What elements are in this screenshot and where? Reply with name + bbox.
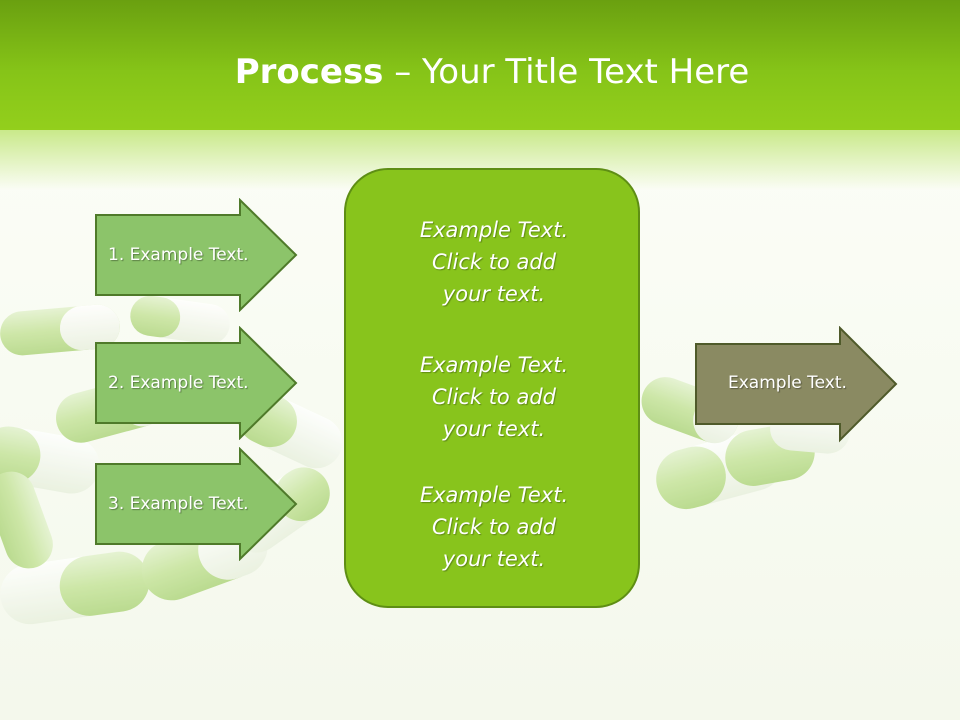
title-bold: Process (234, 52, 384, 92)
input-arrow-3-label: 3. Example Text. (108, 494, 249, 514)
input-arrow-2-label: 2. Example Text. (108, 373, 249, 393)
process-block-1-line-3: your text. (442, 282, 546, 306)
input-arrow-2[interactable] (94, 326, 300, 440)
process-block-3-line-2: Click to add (431, 515, 556, 539)
process-text-block-1[interactable]: Example Text. Click to add your text. (346, 214, 642, 310)
process-block-1-line-1: Example Text. (419, 218, 569, 242)
process-block-1-line-2: Click to add (431, 250, 556, 274)
input-arrow-1-label: 1. Example Text. (108, 245, 249, 265)
process-block-2-line-3: your text. (442, 417, 546, 441)
process-block-2-line-1: Example Text. (419, 353, 569, 377)
output-arrow-label: Example Text. (728, 373, 847, 393)
input-arrow-1[interactable] (94, 198, 300, 312)
process-block-3-line-3: your text. (442, 547, 546, 571)
process-block-2-line-2: Click to add (431, 385, 556, 409)
input-arrow-3[interactable] (94, 447, 300, 561)
process-block-3-line-1: Example Text. (419, 483, 569, 507)
slide-title[interactable]: Process – Your Title Text Here (0, 52, 960, 92)
process-text-block-3[interactable]: Example Text. Click to add your text. (346, 479, 642, 575)
title-bar (0, 0, 960, 130)
output-arrow[interactable] (694, 326, 900, 444)
process-text-block-2[interactable]: Example Text. Click to add your text. (346, 349, 642, 445)
process-box[interactable]: Example Text. Click to add your text. Ex… (344, 168, 640, 608)
title-rest: – Your Title Text Here (383, 52, 750, 92)
